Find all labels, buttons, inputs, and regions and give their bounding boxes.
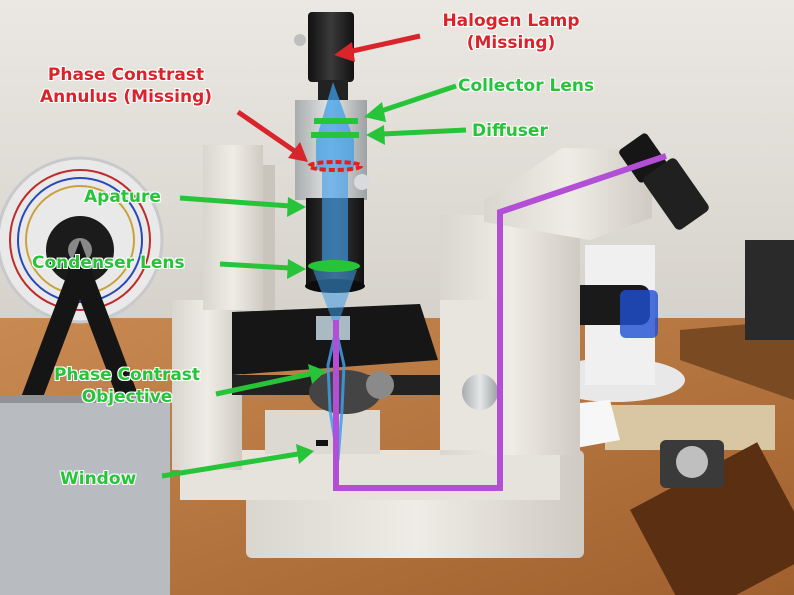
tape-dial [676, 446, 708, 478]
image-path [333, 153, 667, 491]
objective-lens [366, 371, 394, 399]
arrow-window [161, 444, 314, 479]
arrow-annulus [236, 109, 308, 162]
label-condenser-lens: Condenser Lens [32, 253, 185, 273]
phase-annulus-ring [307, 160, 363, 172]
lamp-screw [294, 34, 306, 46]
reel-stand [20, 240, 140, 400]
collector-lens-mark [314, 118, 358, 124]
illum-column-side [263, 165, 275, 310]
tube-knob [354, 174, 370, 190]
label-phase-objective: Phase Contrast Objective [34, 364, 220, 408]
arrow-apature [179, 195, 306, 217]
label-halogen-lamp: Halogen Lamp (Missing) [420, 10, 602, 54]
scope-base-top [180, 450, 560, 500]
breadboard [0, 395, 170, 595]
window-slot [316, 440, 328, 446]
eyepiece-head [484, 148, 652, 240]
arrow-objective [215, 364, 326, 397]
label-objective-line1: Phase Contrast [53, 365, 201, 385]
label-annulus-line2: Annulus (Missing) [39, 87, 213, 107]
label-halogen-line1: Halogen Lamp [442, 11, 580, 31]
objective-turret [309, 370, 381, 414]
arrow-halogen [334, 33, 421, 62]
breadboard-edge [0, 395, 170, 403]
arrow-diffuser [366, 125, 467, 145]
eyepiece-right [643, 158, 709, 230]
light-beam-top [316, 82, 354, 170]
arrow-collector [364, 83, 457, 122]
light-beam-lower2 [334, 329, 346, 461]
light-beam-focus [313, 270, 357, 330]
label-phase-annulus: Phase Constrast Annulus (Missing) [14, 64, 238, 108]
diffuser-mark [311, 132, 359, 138]
label-objective-line2: Objective [81, 387, 173, 407]
illum-column [203, 145, 263, 310]
left-pillar [172, 300, 242, 470]
label-diffuser: Diffuser [472, 121, 548, 141]
focus-knob [462, 374, 498, 410]
focus-housing [440, 300, 500, 450]
lamp-housing [308, 12, 354, 82]
condenser-lens-mark [308, 260, 360, 272]
light-beam-column [322, 170, 348, 268]
label-apature: Apature [84, 187, 161, 207]
label-window: Window [60, 469, 137, 489]
front-housing [265, 410, 380, 454]
label-annulus-line1: Phase Constrast [47, 65, 205, 85]
label-halogen-line2: (Missing) [466, 33, 556, 53]
arrow-condenser [219, 259, 306, 279]
label-collector-lens: Collector Lens [458, 76, 595, 96]
